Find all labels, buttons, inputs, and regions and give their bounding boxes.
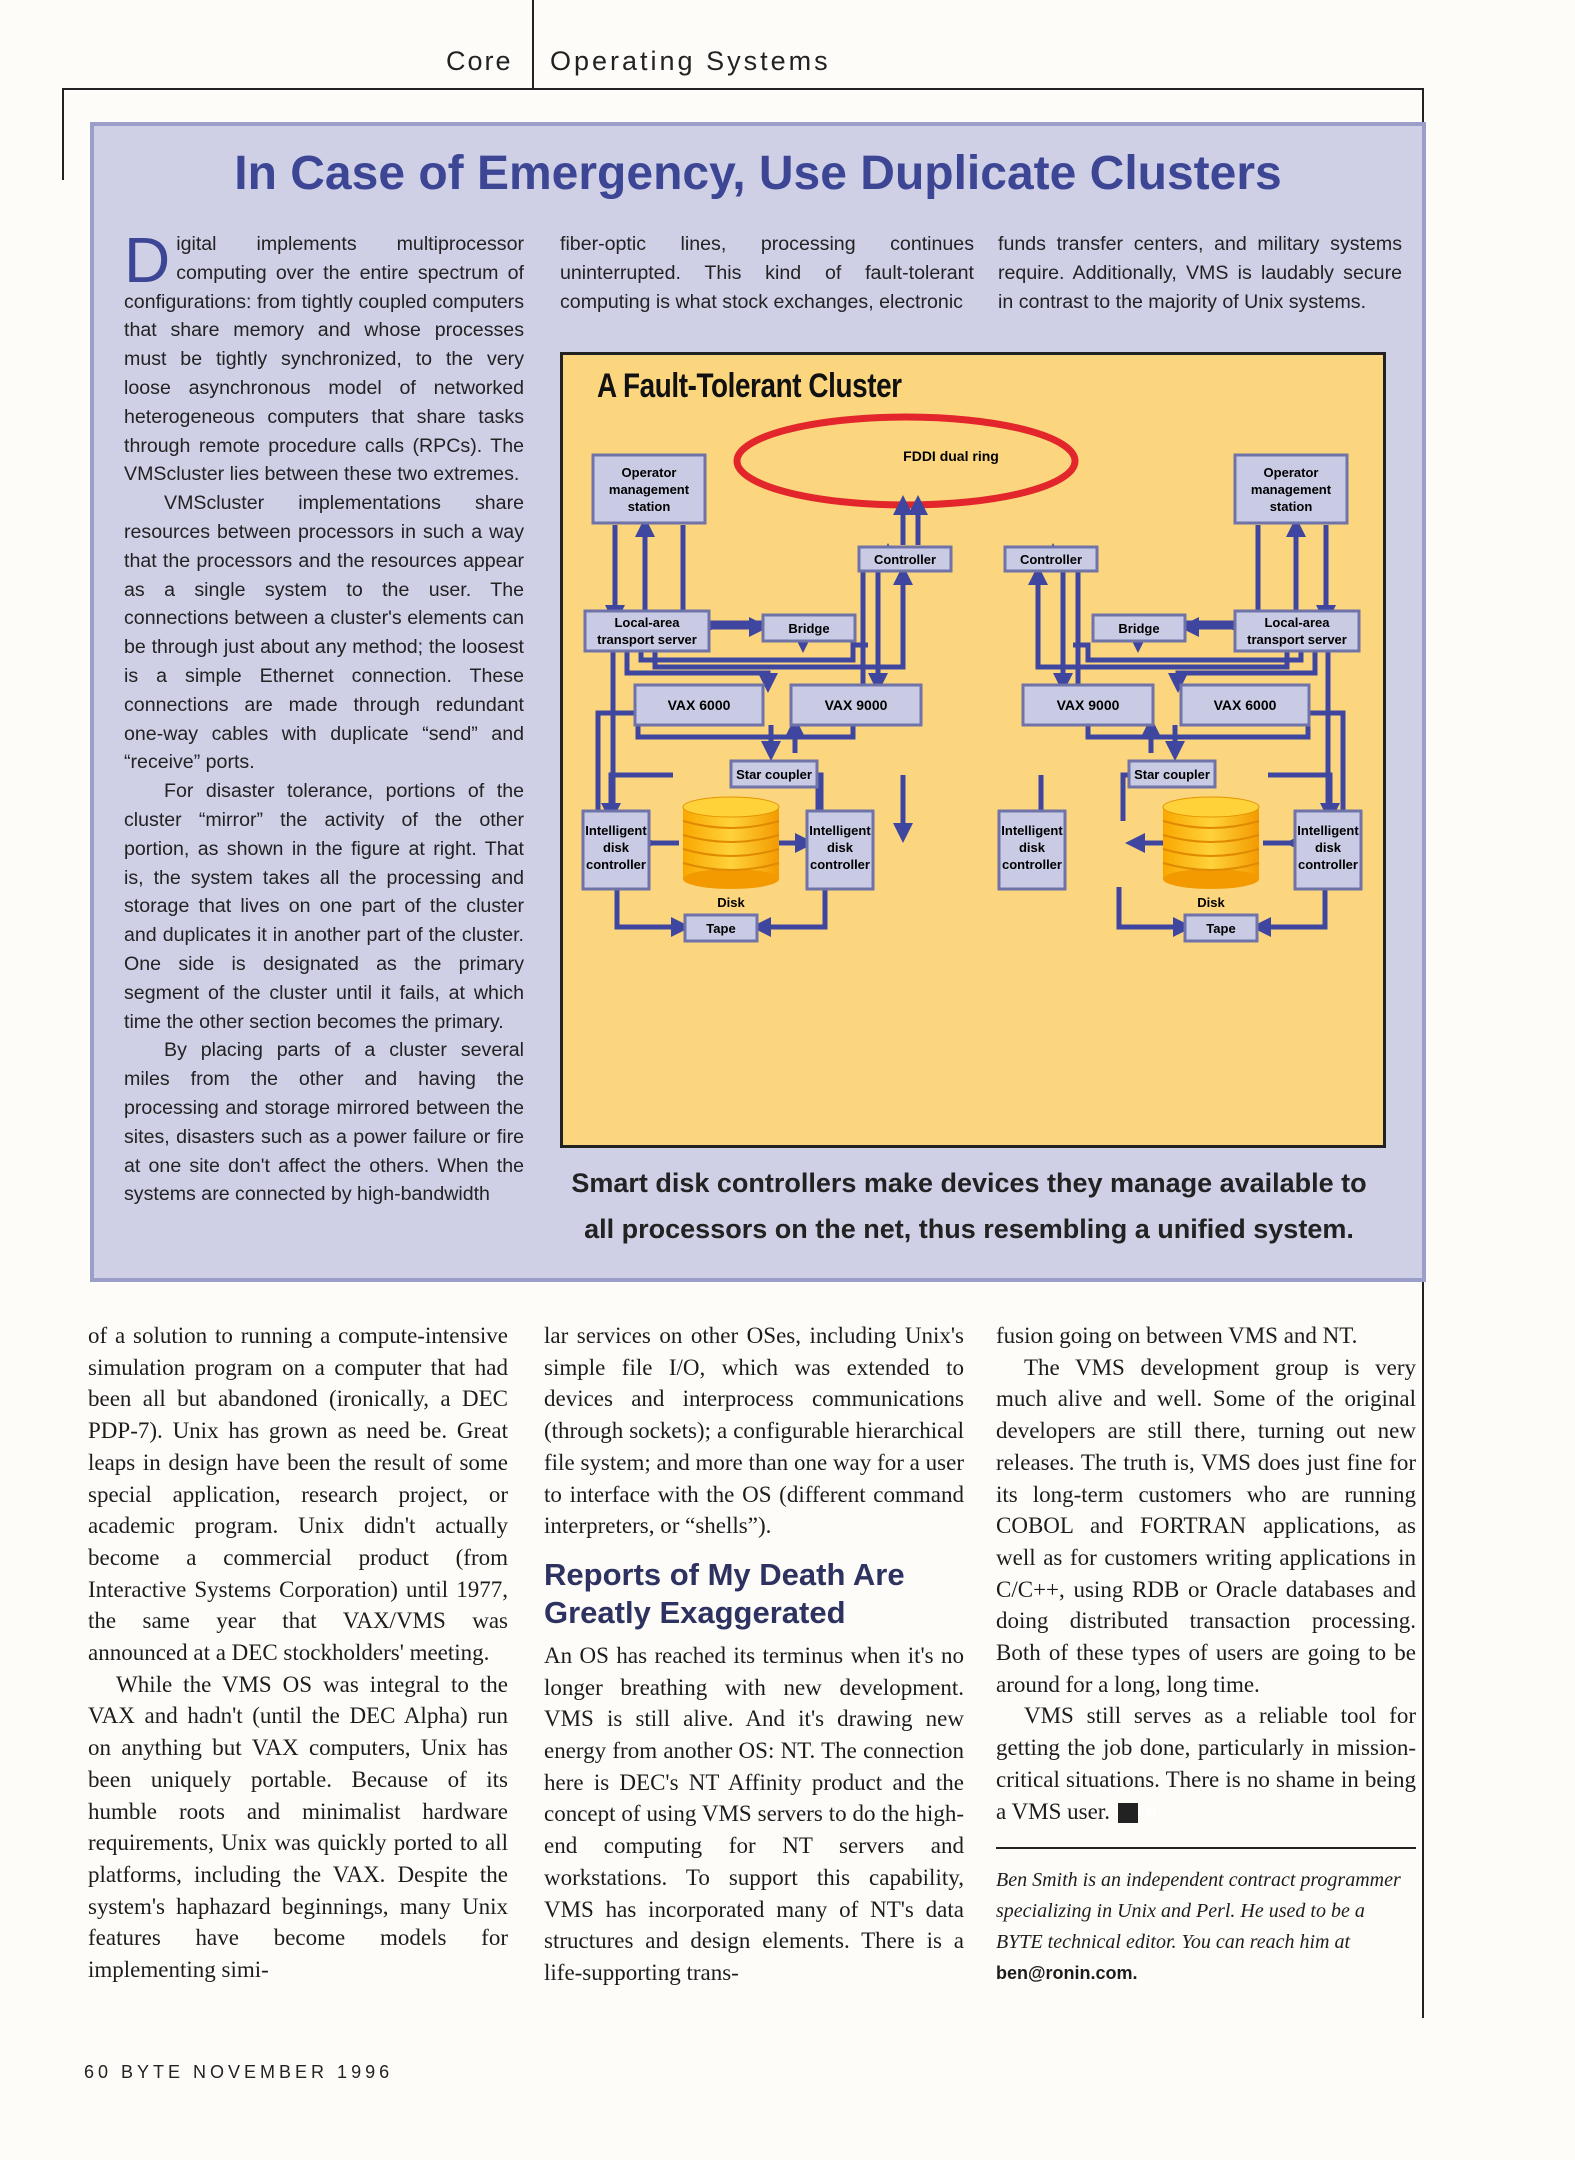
top-rule xyxy=(62,88,1424,90)
header-title: Operating Systems xyxy=(550,46,831,76)
article-column-2: lar services on other OSes, including Un… xyxy=(544,1320,964,1989)
disk-left: Disk xyxy=(682,796,780,910)
left-rule xyxy=(62,88,64,180)
article-paragraph: An OS has reached its terminus when it's… xyxy=(544,1642,964,1985)
svg-text:station: station xyxy=(628,499,671,514)
bridge-left: Bridge xyxy=(761,613,857,643)
svg-text:controller: controller xyxy=(586,857,646,872)
lat-server-right: Local-area transport server xyxy=(1233,609,1361,653)
figure-caption: Smart disk controllers make devices they… xyxy=(571,1168,1367,1244)
fault-tolerant-cluster-diagram: A Fault-Tolerant Cluster FDDI dual ring xyxy=(560,352,1386,1148)
svg-text:VAX 6000: VAX 6000 xyxy=(1214,697,1277,713)
svg-text:Star coupler: Star coupler xyxy=(736,767,812,782)
svg-text:Operator: Operator xyxy=(622,465,677,480)
tape-right: Tape xyxy=(1183,913,1259,943)
tape-left: Tape xyxy=(683,913,759,943)
svg-text:controller: controller xyxy=(810,857,870,872)
disk-controller-left-b: Intelligent disk controller xyxy=(805,809,875,891)
article-paragraph: The VMS development group is very much a… xyxy=(996,1354,1416,1697)
svg-text:Disk: Disk xyxy=(717,895,745,910)
page-footer: 60 BYTE NOVEMBER 1996 xyxy=(84,2062,394,2082)
running-header: Core Operating Systems xyxy=(0,0,1575,88)
svg-text:VAX 9000: VAX 9000 xyxy=(1057,697,1120,713)
figure-title: A Fault-Tolerant Cluster xyxy=(597,367,902,405)
svg-text:disk: disk xyxy=(1019,840,1046,855)
cluster-diagram-svg: FDDI dual ring xyxy=(581,413,1363,943)
svg-text:VAX 6000: VAX 6000 xyxy=(668,697,731,713)
header-divider xyxy=(532,0,534,88)
disk-controller-right-a: Intelligent disk controller xyxy=(997,809,1067,891)
right-connections xyxy=(908,495,1353,937)
svg-text:disk: disk xyxy=(603,840,630,855)
sidebar-paragraph: By placing parts of a cluster several mi… xyxy=(124,1039,524,1206)
svg-text:controller: controller xyxy=(1298,857,1358,872)
left-side-nodes: Operator management station Controller L… xyxy=(581,453,953,943)
star-coupler-left: Star coupler xyxy=(729,759,819,789)
svg-text:Bridge: Bridge xyxy=(788,621,829,636)
svg-text:Controller: Controller xyxy=(874,552,936,567)
vax-9000-left: VAX 9000 xyxy=(789,683,923,727)
vax-9000-right: VAX 9000 xyxy=(1021,683,1155,727)
disk-controller-left-a: Intelligent disk controller xyxy=(581,809,651,891)
article-paragraph: VMS still serves as a reliable tool for … xyxy=(996,1703,1416,1824)
article-column-1: of a solution to running a compute-inten… xyxy=(88,1320,508,1986)
sidebar-column-3: funds transfer centers, and military sys… xyxy=(998,233,1402,313)
svg-text:Disk: Disk xyxy=(1197,895,1225,910)
controller-left: Controller xyxy=(857,545,953,573)
article-paragraph: of a solution to running a compute-inten… xyxy=(88,1323,508,1666)
svg-text:Star coupler: Star coupler xyxy=(1134,767,1210,782)
svg-text:transport server: transport server xyxy=(597,632,697,647)
bridge-right: Bridge xyxy=(1091,613,1187,643)
star-coupler-right: Star coupler xyxy=(1127,759,1217,789)
sidebar-paragraph: VMScluster implementations share resourc… xyxy=(124,492,524,774)
svg-text:Tape: Tape xyxy=(1206,921,1235,936)
vax-6000-left: VAX 6000 xyxy=(633,683,765,727)
svg-text:Local-area: Local-area xyxy=(614,615,680,630)
svg-text:management: management xyxy=(609,482,690,497)
vax-6000-right: VAX 6000 xyxy=(1179,683,1311,727)
drop-cap: D xyxy=(124,224,171,296)
sidebar-box: In Case of Emergency, Use Duplicate Clus… xyxy=(90,122,1426,1282)
svg-text:station: station xyxy=(1270,499,1313,514)
header-section: Core xyxy=(446,46,513,76)
disk-right: Disk xyxy=(1162,796,1260,910)
fddi-ring-label: FDDI dual ring xyxy=(903,448,999,464)
operator-station-right: Operator management station xyxy=(1233,453,1349,525)
operator-station-left: Operator management station xyxy=(591,453,707,525)
author-email[interactable]: ben@ronin.com. xyxy=(996,1963,1138,1984)
svg-text:controller: controller xyxy=(1002,857,1062,872)
sidebar-column-2: fiber-optic lines, processing continues … xyxy=(560,233,974,313)
svg-text:disk: disk xyxy=(1315,840,1342,855)
svg-text:management: management xyxy=(1251,482,1332,497)
svg-text:Bridge: Bridge xyxy=(1118,621,1159,636)
svg-text:Intelligent: Intelligent xyxy=(585,823,647,838)
controller-right: Controller xyxy=(1003,545,1099,573)
end-mark-icon: B xyxy=(1117,1803,1157,1824)
article-paragraph: lar services on other OSes, including Un… xyxy=(544,1323,964,1539)
svg-text:Tape: Tape xyxy=(706,921,735,936)
svg-text:Local-area: Local-area xyxy=(1264,615,1330,630)
svg-text:Intelligent: Intelligent xyxy=(809,823,871,838)
article-column-3: fusion going on between VMS and NT. The … xyxy=(996,1320,1416,1989)
svg-text:Intelligent: Intelligent xyxy=(1001,823,1063,838)
svg-text:disk: disk xyxy=(827,840,854,855)
article-paragraph: While the VMS OS was integral to the VAX… xyxy=(88,1671,508,1983)
svg-text:Intelligent: Intelligent xyxy=(1297,823,1359,838)
article-subhead: Reports of My Death Are Greatly Exaggera… xyxy=(544,1556,905,1630)
sidebar-paragraph: For disaster tolerance, portions of the … xyxy=(124,780,524,1033)
svg-text:transport server: transport server xyxy=(1247,632,1347,647)
author-bio: Ben Smith is an independent contract pro… xyxy=(996,1869,1401,1984)
svg-text:Operator: Operator xyxy=(1264,465,1319,480)
right-side-nodes: Operator management station Controller L… xyxy=(997,453,1363,943)
svg-text:Controller: Controller xyxy=(1020,552,1082,567)
sidebar-title: In Case of Emergency, Use Duplicate Clus… xyxy=(234,147,1282,200)
article-paragraph: fusion going on between VMS and NT. xyxy=(996,1323,1358,1348)
svg-text:VAX 9000: VAX 9000 xyxy=(825,697,888,713)
disk-controller-right-b: Intelligent disk controller xyxy=(1293,809,1363,891)
bio-rule xyxy=(996,1847,1416,1850)
lat-server-left: Local-area transport server xyxy=(583,609,711,653)
